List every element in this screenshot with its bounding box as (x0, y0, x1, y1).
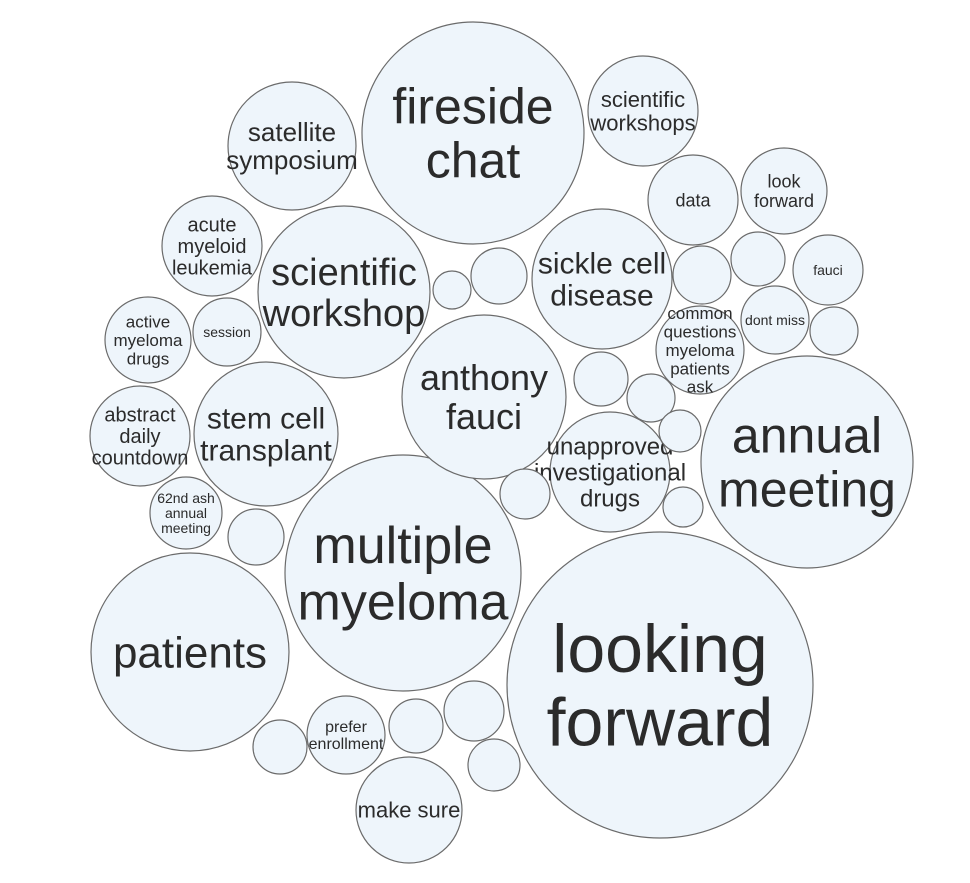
bubble-label-session: session (203, 324, 250, 340)
bubble-patients (90, 552, 290, 752)
bubble-prefer-enrollment (306, 695, 386, 775)
bubble-scientific-workshop (257, 205, 431, 379)
bubble-abstract-daily-countdown (89, 385, 191, 487)
bubble-fireside-chat (361, 21, 585, 245)
bubble-unlabeled-28 (443, 680, 505, 742)
bubble-looking-forward (506, 531, 814, 839)
bubble-unlabeled-24 (470, 247, 528, 305)
bubble-unlabeled-25 (730, 231, 786, 287)
bubble-unlabeled-31 (252, 719, 308, 775)
bubble-acute-myeloid-leukemia (161, 195, 263, 297)
bubble-label-make-sure: make sure (358, 798, 461, 823)
bubble-multiple-myeloma (284, 454, 522, 692)
bubble-dont-miss (740, 285, 810, 355)
bubble-unlabeled-36 (809, 306, 859, 356)
bubble-unlabeled-37 (658, 409, 702, 453)
bubble-common-questions-myeloma-patients-ask (655, 305, 745, 395)
bubble-unlabeled-38 (662, 486, 704, 528)
bubble-unlabeled-26 (672, 245, 732, 305)
bubble-62nd-ash-annual-meeting (149, 476, 223, 550)
bubble-scientific-workshops (587, 55, 699, 167)
bubble-label-dont-miss: dont miss (745, 312, 805, 328)
bubble-unlabeled-29 (388, 698, 444, 754)
bubble-look-forward (740, 147, 828, 235)
bubble-unlabeled-30 (467, 738, 521, 792)
bubble-stem-cell-transplant (193, 361, 339, 507)
bubble-unlabeled-32 (227, 508, 285, 566)
bubble-unlabeled-34 (626, 373, 676, 423)
bubble-label-data: data (675, 190, 711, 210)
bubble-satellite-symposium (227, 81, 357, 211)
bubble-fauci (792, 234, 864, 306)
bubble-sickle-cell-disease (531, 208, 673, 350)
bubble-unlabeled-27 (573, 351, 629, 407)
bubble-unlabeled-33 (499, 468, 551, 520)
bubble-unapproved-investigational-drugs (549, 411, 671, 533)
bubble-label-patients: patients (113, 628, 267, 677)
bubble-unlabeled-35 (432, 270, 472, 310)
bubble-annual-meeting (700, 355, 914, 569)
bubble-data (647, 154, 739, 246)
bubble-make-sure (355, 756, 463, 864)
bubble-session (192, 297, 262, 367)
bubble-anthony-fauci (401, 314, 567, 480)
bubble-label-fauci: fauci (813, 262, 843, 278)
bubble-active-myeloma-drugs (104, 296, 192, 384)
